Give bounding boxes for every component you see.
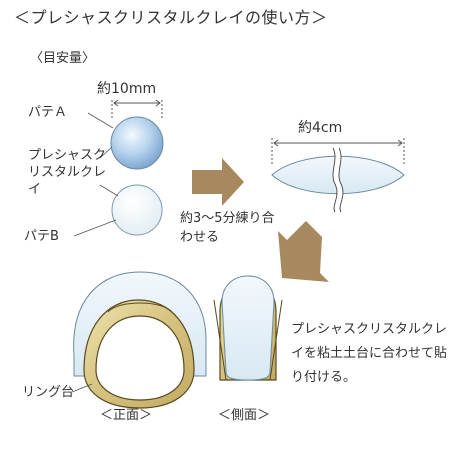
putty-b-ball <box>111 184 163 236</box>
ring-base-leader <box>71 383 93 393</box>
front-view-label: ＜正面＞ <box>100 408 153 423</box>
putty-a-ball <box>110 116 164 170</box>
width-10mm-label: 約10mm <box>97 81 157 97</box>
page-title: ＜プレシャスクリスタルクレイの使い方＞ <box>14 8 328 27</box>
leader-lines <box>73 112 119 237</box>
putty-a-label: パテＡ <box>28 105 68 120</box>
flattened-clay <box>271 146 405 214</box>
ring-base-label: リング台 <box>22 385 75 400</box>
ring-front-view <box>73 271 207 409</box>
ring-side-view <box>213 275 283 381</box>
arrow-right <box>192 158 244 206</box>
guide-amount-label: 〈目安量〉 <box>30 51 96 66</box>
side-view-label: ＜側面＞ <box>218 408 271 423</box>
arrow-down-left <box>278 221 329 282</box>
dimension-10mm <box>111 99 163 118</box>
width-4cm-label: 約4cm <box>298 120 343 136</box>
dimension-4cm <box>271 138 405 165</box>
apply-instruction: プレシャスクリスタルクレイを粘土土台に合わせて貼り付ける。 <box>291 322 448 385</box>
clay-name-label: プレシャスクリスタルクレイ <box>28 148 107 197</box>
putty-b-label: パテB <box>24 229 59 244</box>
mix-instruction: 約3～5分練り合わせる <box>180 211 275 245</box>
